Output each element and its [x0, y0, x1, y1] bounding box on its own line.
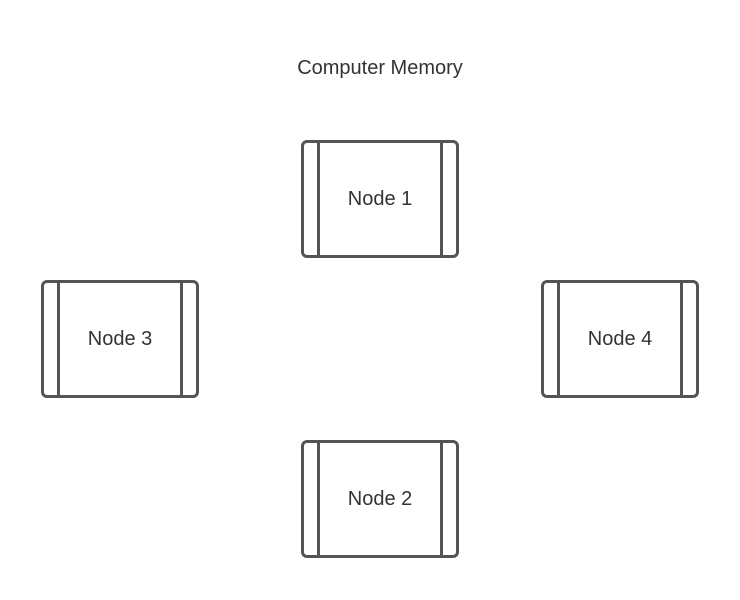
node-1-right-bar: [440, 143, 443, 255]
node-2-label: Node 2: [347, 488, 413, 510]
node-1-box: Node 1: [301, 140, 459, 258]
node-4-label: Node 4: [587, 328, 653, 350]
node-2-left-bar: [317, 443, 320, 555]
node-3-label: Node 3: [87, 328, 153, 350]
node-2-box: Node 2: [301, 440, 459, 558]
node-3-box: Node 3: [41, 280, 199, 398]
node-1-label: Node 1: [347, 188, 413, 210]
node-1-left-bar: [317, 143, 320, 255]
node-2-right-bar: [440, 443, 443, 555]
node-4-box: Node 4: [541, 280, 699, 398]
node-4-left-bar: [557, 283, 560, 395]
diagram-title: Computer Memory: [297, 57, 463, 79]
node-3-left-bar: [57, 283, 60, 395]
node-4-right-bar: [680, 283, 683, 395]
node-3-right-bar: [180, 283, 183, 395]
